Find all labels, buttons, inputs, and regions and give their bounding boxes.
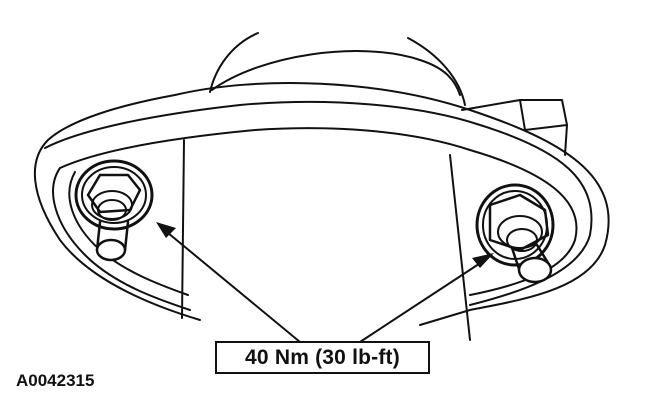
left-nut: [74, 159, 154, 262]
arrow-left-icon: [156, 222, 176, 238]
right-nut: [475, 183, 555, 284]
strut-body: [181, 139, 471, 341]
callout-leaders: [161, 227, 489, 343]
torque-spec-label: 40 Nm (30 lb-ft): [215, 341, 430, 374]
figure-id: A0042315: [16, 371, 95, 390]
mount-tab: [461, 99, 568, 156]
upper-dome: [209, 32, 466, 106]
arrow-right-icon: [472, 253, 494, 268]
